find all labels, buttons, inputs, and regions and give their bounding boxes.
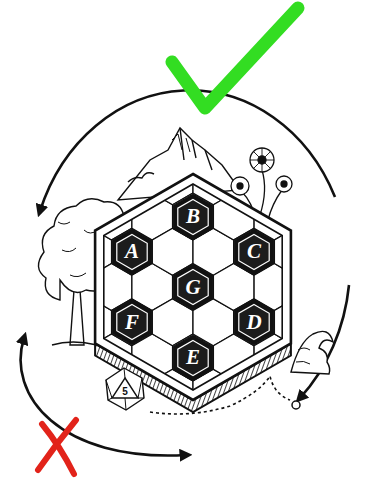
grid-cell [71, 369, 112, 416]
hex-tile: A [110, 227, 154, 277]
tile-letter: F [110, 312, 154, 333]
hex-tile: G [171, 262, 215, 312]
tile-letter: G [171, 277, 215, 298]
hex-board [51, 158, 336, 417]
hex-tile: F [110, 297, 154, 347]
check-mark [172, 8, 298, 108]
tile-letter: D [232, 312, 276, 333]
cycle-arrows [21, 90, 349, 455]
grid-cell [51, 334, 92, 381]
grid-cell [234, 158, 275, 205]
trail-end [292, 401, 300, 409]
tile-letter: B [171, 206, 215, 227]
grid-cell [234, 369, 275, 416]
grid-cell [71, 158, 112, 205]
hex-tile: C [232, 227, 276, 277]
grid-cell [112, 158, 153, 205]
die-sketch [106, 368, 144, 410]
cross-mark [38, 420, 76, 474]
hex-tile: D [232, 297, 276, 347]
tile-letter: A [110, 241, 154, 262]
grid-cell [295, 264, 336, 311]
grid-cell [295, 334, 336, 381]
hex-tile: E [171, 333, 215, 383]
grid-cell [274, 158, 315, 205]
grid-cell [51, 264, 92, 311]
grid-cell [295, 193, 336, 240]
top-arrow [40, 90, 335, 211]
die-number: 5 [122, 387, 128, 397]
tile-letter: C [232, 241, 276, 262]
hex-tile: B [171, 192, 215, 242]
wave-sketch [291, 331, 333, 374]
tile-letter: E [171, 347, 215, 368]
die-number: 5 [122, 386, 128, 397]
grid-cell [274, 369, 315, 416]
grid-cell [51, 193, 92, 240]
